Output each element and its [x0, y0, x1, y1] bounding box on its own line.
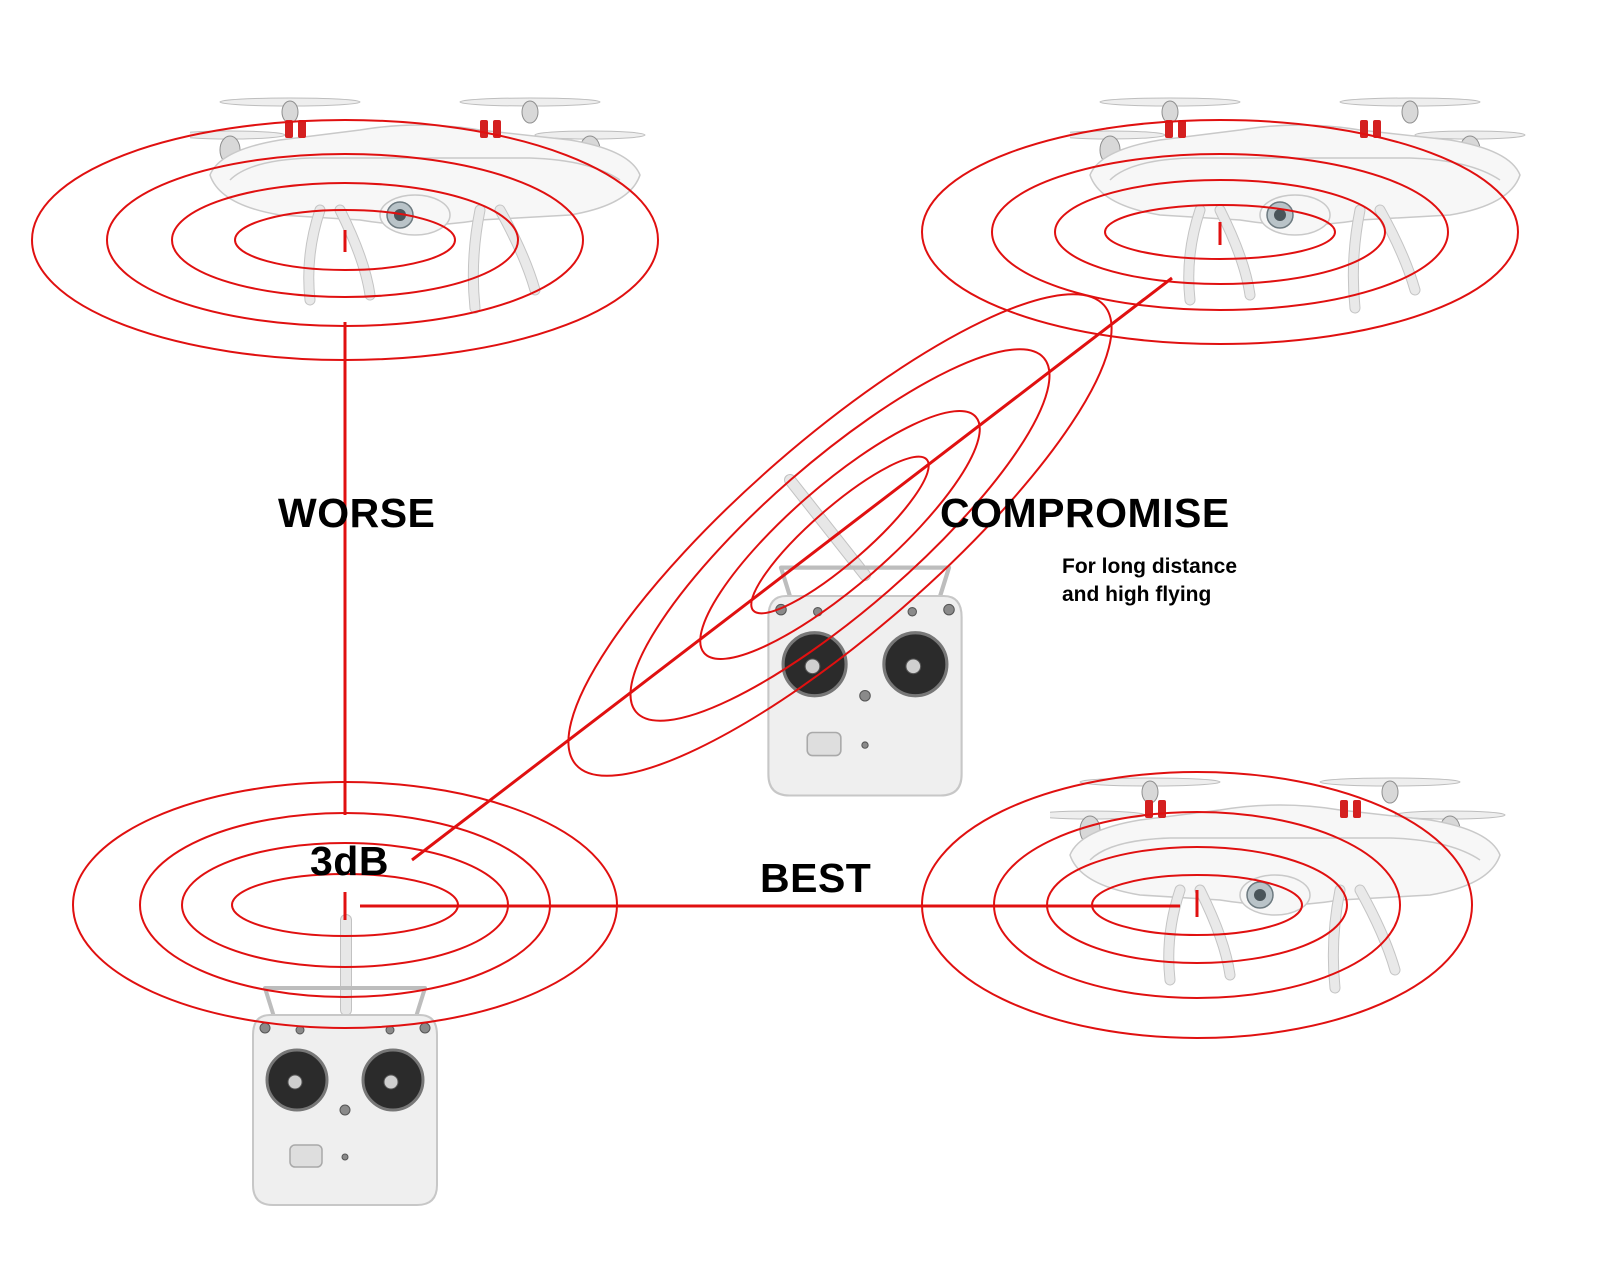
compromise-signal-line [411, 276, 1173, 862]
quadcopter-drone-icon [175, 98, 645, 308]
radiation-pattern-tilted [567, 293, 1113, 777]
best-label: BEST [760, 855, 872, 901]
radiation-pattern-top-right [921, 119, 1519, 345]
compromise-note-line2: and high flying [1062, 583, 1212, 606]
quadcopter-drone-icon [1055, 98, 1525, 308]
worse-label: WORSE [278, 490, 436, 536]
compromise-note-line1: For long distance [1062, 555, 1238, 578]
rc-transmitter-icon [768, 474, 961, 796]
compromise-label: COMPROMISE [940, 490, 1230, 536]
gain-label: 3dB [310, 838, 389, 884]
